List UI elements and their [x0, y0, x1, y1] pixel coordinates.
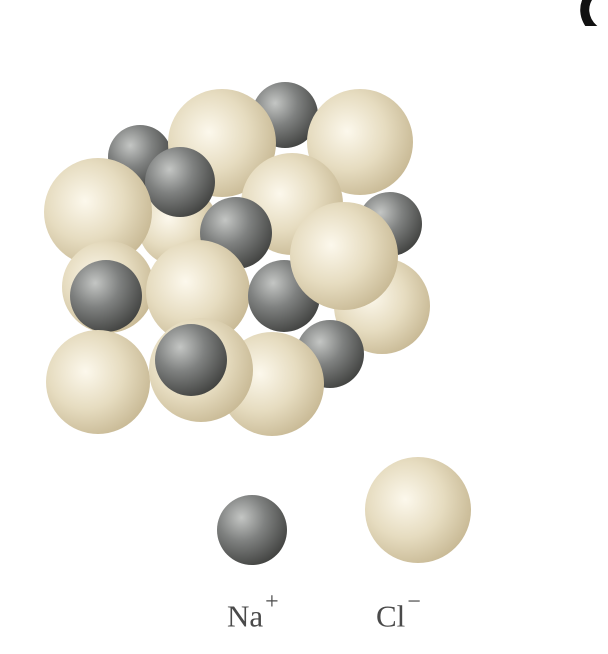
chloride-legend-sphere: [365, 457, 471, 563]
chloride-ion-sphere: [290, 202, 398, 310]
chloride-ion-label: Cl−: [376, 590, 421, 634]
sodium-ion-sphere: [70, 260, 142, 332]
cropped-corner-mark: [566, 0, 608, 26]
sodium-symbol: Na: [227, 598, 264, 634]
sodium-ion-label: Na+: [227, 590, 279, 634]
chloride-symbol: Cl: [376, 598, 406, 634]
sodium-legend-sphere: [217, 495, 287, 565]
chloride-ion-sphere: [46, 330, 150, 434]
sodium-charge: +: [265, 589, 279, 615]
sodium-ion-sphere: [145, 147, 215, 217]
chloride-charge: −: [407, 589, 421, 615]
chloride-ion-sphere: [307, 89, 413, 195]
chloride-ion-sphere: [44, 158, 152, 266]
chloride-ion-sphere: [146, 240, 250, 344]
sodium-ion-sphere: [155, 324, 227, 396]
